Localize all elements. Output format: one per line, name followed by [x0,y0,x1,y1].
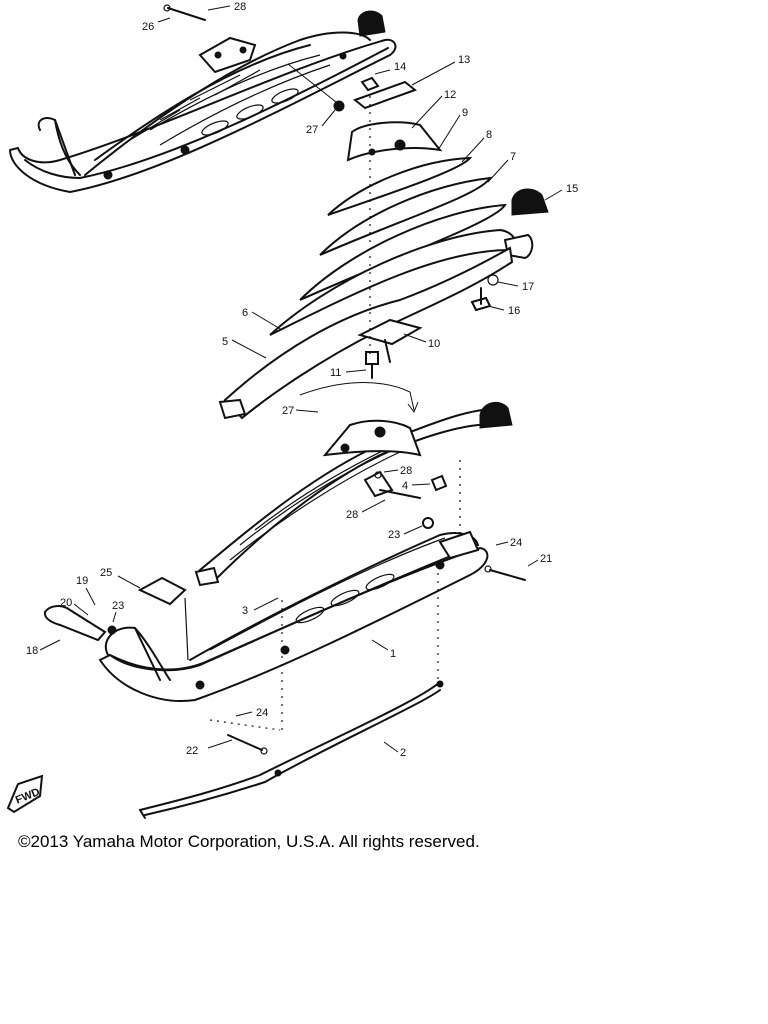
callout-16: 16 [508,305,520,317]
callout-5: 5 [222,336,228,348]
callout-24: 24 [256,707,268,719]
callout-6: 6 [242,307,248,319]
fwd-arrow-icon: FWD [6,774,44,814]
callout-28: 28 [346,509,358,521]
callout-25: 25 [100,567,112,579]
callout-9: 9 [462,107,468,119]
callout-2: 2 [400,747,406,759]
callout-21: 21 [540,553,552,565]
callout-23: 23 [112,600,124,612]
callout-19: 19 [76,575,88,587]
callout-13: 13 [458,54,470,66]
callout-12: 12 [444,89,456,101]
callout-18: 18 [26,645,38,657]
callout-3: 3 [242,605,248,617]
callout-1: 1 [390,648,396,660]
callout-26: 26 [142,21,154,33]
callout-28: 28 [234,1,246,13]
callout-17: 17 [522,281,534,293]
callout-7: 7 [510,151,516,163]
callout-11: 11 [330,367,341,379]
assembled-ski-top [9,4,397,193]
callout-14: 14 [394,61,406,73]
callout-27: 27 [282,405,294,417]
callout-4: 4 [402,480,408,492]
callout-20: 20 [60,597,72,609]
callout-27: 27 [306,124,318,136]
callout-24: 24 [510,537,522,549]
callout-labels: 28 26 14 13 12 9 8 7 15 27 17 16 6 10 5 … [26,1,578,759]
callout-8: 8 [486,129,492,141]
assembled-ski-main [43,401,526,819]
callout-10: 10 [428,338,440,350]
callout-22: 22 [186,745,198,757]
callout-15: 15 [566,183,578,195]
callout-28: 28 [400,465,412,477]
callout-23: 23 [388,529,400,541]
leaf-spring-stack [218,76,549,420]
ski-assembly-diagram: 28 26 14 13 12 9 8 7 15 27 17 16 6 10 5 … [6,1,578,819]
callout-leaders [39,5,563,753]
copyright-notice: ©2013 Yamaha Motor Corporation, U.S.A. A… [18,832,480,851]
